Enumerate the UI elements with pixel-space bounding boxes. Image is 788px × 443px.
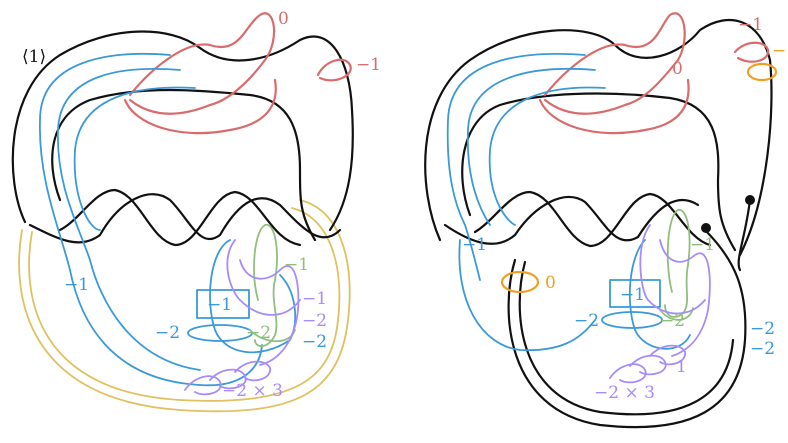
right-red-band <box>545 13 685 114</box>
right-purple-bottom-label: −2 × 3 <box>594 383 655 403</box>
left-blue-outer-label: −1 <box>64 275 89 295</box>
left-tag-label: ⟨1⟩ <box>22 47 46 67</box>
right-blue-curve-down <box>459 240 595 350</box>
right-red-top-label: 0 <box>672 59 683 79</box>
left-purple-a-label: −1 <box>302 289 327 309</box>
left-blue-left-label: −2 <box>155 323 180 343</box>
left-red-band <box>130 13 274 114</box>
right-black-b-label: −2 <box>750 339 775 359</box>
right-box-label: −1 <box>620 285 645 305</box>
left-green-inner-label: −2 <box>246 323 271 343</box>
right-blue-outer-label: −1 <box>462 235 487 255</box>
right-purple-chain <box>610 346 685 383</box>
left-purple-bottom-label: −2 × 3 <box>222 381 283 401</box>
right-diagram <box>425 13 776 427</box>
right-blue-band-inner <box>468 69 595 225</box>
left-green-label: −1 <box>284 255 309 275</box>
right-green-inner-label: −2 <box>660 311 685 331</box>
right-red-small-loop <box>735 43 768 62</box>
right-orange-right-label: − <box>772 41 786 61</box>
left-purple-curve-1 <box>227 240 300 315</box>
right-black-dot-1 <box>701 223 711 233</box>
left-red-top-label: 0 <box>278 9 289 29</box>
left-purple-c-label: −2 <box>302 332 327 352</box>
right-orange-left-label: 0 <box>545 273 556 293</box>
right-purple-one-label: 1 <box>676 357 687 377</box>
left-box-label: −1 <box>207 295 232 315</box>
right-red-right-label: −1 <box>738 15 763 35</box>
right-black-dot-2 <box>745 195 755 205</box>
left-yellow-curve-outer <box>19 200 350 411</box>
right-blue-left-label: −2 <box>574 311 599 331</box>
right-purple-curve-2 <box>660 240 710 356</box>
right-black-a-label: −2 <box>750 319 775 339</box>
left-red-right-label: −1 <box>356 55 381 75</box>
right-green-label: −1 <box>690 235 715 255</box>
left-yellow-curve-inner <box>29 208 339 401</box>
right-black-outer-loop <box>425 20 771 255</box>
left-red-band-2 <box>125 80 276 133</box>
left-purple-b-label: −2 <box>302 311 327 331</box>
right-red-band-2 <box>540 80 689 133</box>
